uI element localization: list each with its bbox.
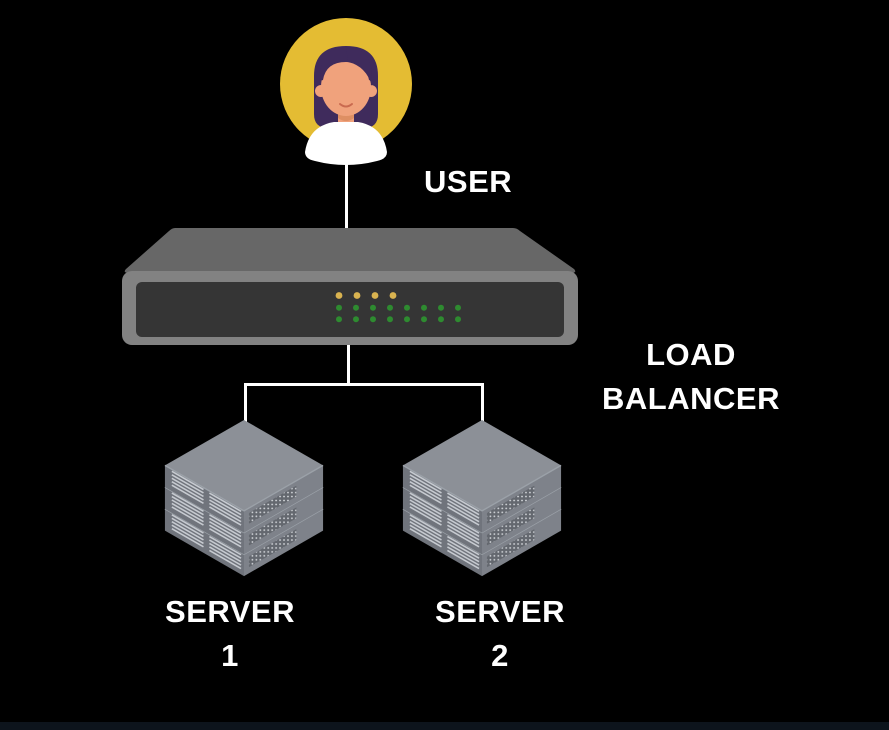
load-balancer-node (118, 225, 580, 349)
server2-label-line2: 2 (491, 638, 509, 673)
server1-label-line1: SERVER (165, 594, 295, 629)
connector-drop-server2 (481, 383, 484, 430)
connector-drop-server1 (244, 383, 247, 430)
server1-label: SERVER 1 (152, 590, 308, 678)
user-label-text: USER (424, 164, 513, 199)
user-node (278, 16, 414, 170)
switch-leds-yellow (335, 292, 397, 299)
server2-label-line1: SERVER (435, 594, 565, 629)
switch-leds-green (336, 304, 461, 323)
server1-node (160, 416, 328, 584)
user-avatar-icon (280, 18, 412, 165)
connector-loadbalancer-trunk (347, 344, 350, 386)
connector-user-to-loadbalancer (345, 150, 348, 235)
bottom-bar (0, 722, 889, 730)
user-label: USER (424, 160, 512, 204)
load-balancer-label-line2: BALANCER (602, 381, 780, 416)
load-balancer-label-line1: LOAD (646, 337, 736, 372)
server-stack-icon (402, 419, 562, 577)
server2-node (398, 416, 566, 584)
server-stack-icon (164, 419, 324, 577)
server2-label: SERVER 2 (422, 590, 578, 678)
connector-branch-horizontal (244, 383, 484, 386)
server1-label-line2: 1 (221, 638, 239, 673)
load-balancer-label: LOAD BALANCER (592, 333, 790, 421)
network-switch-icon (122, 228, 578, 345)
